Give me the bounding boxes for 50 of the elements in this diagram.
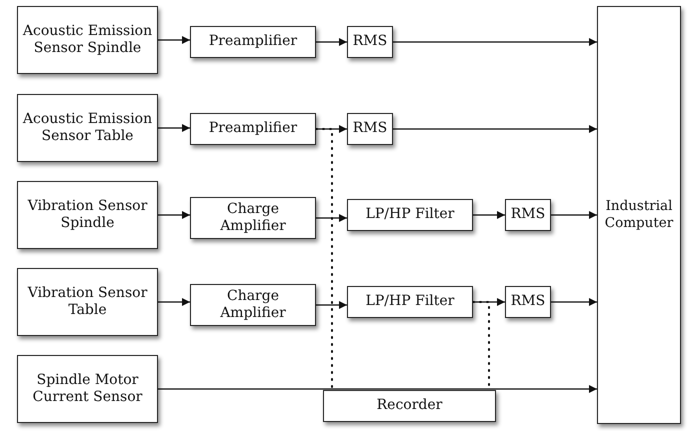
process-box [190,284,316,326]
box-label: Charge Amplifier [219,200,287,236]
box-label: LP/HP Filter [366,206,454,224]
process-box [347,199,473,231]
arrow [473,298,505,306]
process-box [505,286,551,318]
box-label: Acoustic Emission Sensor Spindle [22,22,153,58]
computer-box [597,6,681,424]
arrow [473,211,505,219]
process-box [190,197,316,239]
arrow [158,211,190,219]
arrow [158,36,190,44]
arrow [316,301,347,309]
box-label: Vibration Sensor Table [26,284,148,320]
process-box [17,94,158,162]
box-label: Recorder [376,397,442,415]
process-box [505,199,551,231]
box-label: Acoustic Emission Sensor Table [22,110,153,146]
box-label: RMS [352,33,388,51]
process-box [347,113,393,145]
arrow [158,385,597,393]
box-label: Preamplifier [208,33,298,51]
process-box [190,26,316,58]
box-label: RMS [510,293,546,311]
process-box [17,355,158,423]
process-box [17,6,158,74]
process-box [347,26,393,58]
process-box [17,268,158,336]
box-label: LP/HP Filter [366,293,454,311]
box-label: Industrial Computer [604,198,674,232]
arrow [393,38,597,46]
arrow [158,124,190,132]
arrow [316,125,347,133]
arrow [316,38,347,46]
box-label: Vibration Sensor Spindle [26,198,148,232]
process-box [190,113,316,145]
arrow [158,298,190,306]
box-label: Charge Amplifier [219,288,287,322]
box-label: RMS [352,120,388,138]
arrow [551,298,597,306]
arrow [551,211,597,219]
box-label: RMS [510,206,546,224]
arrow [316,214,347,222]
process-box [323,390,496,422]
process-box [347,286,473,318]
box-label: Spindle Motor Current Sensor [32,372,144,406]
process-box [17,181,158,249]
dotted-connector [315,128,333,391]
box-label: Preamplifier [208,120,298,138]
arrow [393,125,597,133]
